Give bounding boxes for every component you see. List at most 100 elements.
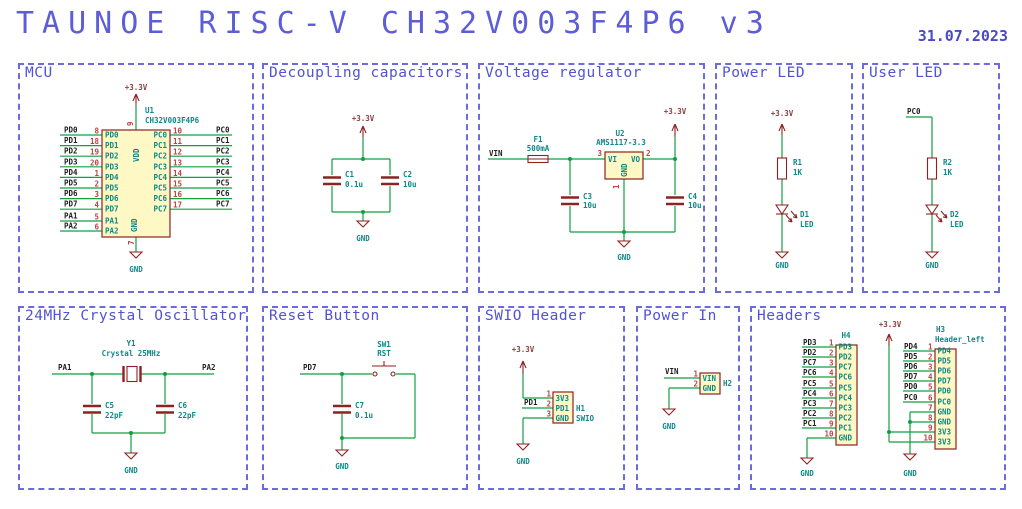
pin-number: 2 [829, 349, 834, 358]
pin-name: VDD [132, 148, 141, 162]
net-label: PD5 [904, 352, 918, 361]
ref-label: U1 [145, 106, 155, 115]
value-label: 1K [793, 168, 803, 177]
pin-number: 2 [928, 353, 933, 362]
net-label: PA1 [64, 212, 78, 221]
power-rail-label: +3.3V [771, 109, 794, 118]
net-label: PA1 [58, 363, 72, 372]
pin-name: PD3 [839, 343, 853, 352]
swio-schematic: +3.3V 1 3V3 2 PD1 3 GND PD1 H1 SWIO GND [512, 345, 595, 466]
ref-label: C1 [345, 170, 355, 179]
pin-name: PC1 [153, 141, 167, 150]
header-body [552, 391, 574, 424]
pin-number: 2 [94, 180, 99, 189]
pin-number: 10 [824, 430, 834, 439]
pin-name: PD1 [105, 141, 119, 150]
power-flag-icon [359, 125, 367, 137]
header-body [934, 348, 957, 450]
gnd-label: GND [124, 466, 138, 475]
section-title-power-led: Power LED [722, 65, 806, 81]
ref-label: H4 [841, 331, 851, 340]
pin-name: PA2 [105, 227, 119, 236]
pin-name: PD3 [105, 162, 119, 171]
gnd-symbol-icon [334, 449, 350, 457]
pin-number: 3 [597, 149, 602, 158]
pin-number: 8 [829, 410, 834, 419]
pin-name: PD7 [105, 205, 119, 214]
net-label: PC5 [216, 179, 230, 188]
gnd-symbol-icon [774, 251, 790, 259]
value-label: LED [950, 220, 964, 229]
net-label: PC2 [216, 147, 230, 156]
net-label: PC6 [216, 189, 230, 198]
pin-name: 3V3 [938, 428, 952, 437]
pin-number: 6 [829, 390, 834, 399]
header-body [699, 372, 721, 395]
value-label: RST [377, 349, 391, 358]
pin-number: 10 [923, 434, 933, 443]
net-label: PC0 [907, 107, 921, 116]
pin-number: 10 [173, 127, 183, 136]
value-label: Crystal 25MHz [102, 349, 161, 358]
net-label: PC3 [803, 399, 817, 408]
ref-label: H3 [936, 325, 946, 334]
net-label: PC7 [216, 200, 230, 209]
ref-label: C5 [105, 401, 114, 410]
pin-name: PD5 [105, 184, 119, 193]
value-label: SWIO [576, 414, 595, 423]
pin-name: VI [608, 155, 617, 164]
pin-number: 18 [90, 137, 100, 146]
pin-name: PC1 [839, 424, 853, 433]
pin-number: 14 [173, 169, 183, 178]
value-label: 22pF [178, 411, 197, 420]
pin-name: GND [556, 414, 570, 423]
ref-label: F1 [533, 135, 543, 144]
reset-wires [300, 372, 416, 450]
crystal-wires [52, 372, 214, 453]
gnd-symbol-icon [924, 251, 940, 259]
pin-number: 3 [94, 190, 99, 199]
section-title-crystal-oscillator: 24MHz Crystal Oscillator [25, 308, 247, 324]
pin-number: 2 [693, 380, 698, 389]
pin-number: 4 [94, 201, 99, 210]
section-title-reset-button: Reset Button [269, 308, 380, 324]
value-label: 10u [583, 201, 597, 210]
fuse-icon [527, 154, 549, 164]
section-user-led: User LED PC0 R2 1K D2 LED GND [862, 63, 1000, 293]
pin-number: 11 [173, 137, 183, 146]
net-label: PC6 [803, 368, 817, 377]
net-label: PD0 [64, 126, 78, 135]
value-label: 0.1u [355, 411, 373, 420]
capacitor-icon [323, 176, 399, 186]
pin-name: GND [938, 408, 952, 417]
net-label: PD7 [904, 372, 918, 381]
ref-label: C3 [583, 192, 593, 201]
gnd-label: GND [800, 469, 814, 478]
net-label: VIN [489, 149, 503, 158]
mcu-schematic: +3.3V 9 VDD U1 CH32V003F4P6 PD0 8 PD0 PD… [60, 83, 232, 274]
headers-schematic: H4 +3.3V H3 Header_left PD3 1 PD3 PD2 2 … [799, 320, 985, 478]
section-swio-header: SWIO Header +3.3V 1 3V3 2 PD1 3 GND PD1 … [478, 306, 625, 490]
pin-number: 1 [693, 370, 698, 379]
headers-wires [802, 346, 935, 458]
net-label: PC2 [803, 409, 817, 418]
pin-number: 1 [928, 343, 933, 352]
gnd-label: GND [662, 422, 676, 431]
pin-number: 16 [173, 190, 183, 199]
capacitor-icon [333, 404, 351, 414]
gnd-label: GND [617, 253, 631, 262]
pin-name: GND [839, 434, 853, 443]
net-label: PD7 [303, 363, 317, 372]
gnd-label: GND [903, 469, 917, 478]
gnd-symbol-icon [128, 251, 144, 259]
ref-label: U2 [615, 129, 624, 138]
net-label: PC0 [216, 126, 230, 135]
capacitor-icon [561, 196, 684, 206]
net-label: PD3 [803, 338, 817, 347]
pin-number: 19 [90, 148, 100, 157]
power-flag-icon [778, 123, 786, 135]
pin-name: PD2 [105, 152, 119, 161]
power-rail-label: +3.3V [125, 83, 148, 92]
section-reset-button: Reset Button PD7 SW1 RST C7 [262, 306, 468, 490]
